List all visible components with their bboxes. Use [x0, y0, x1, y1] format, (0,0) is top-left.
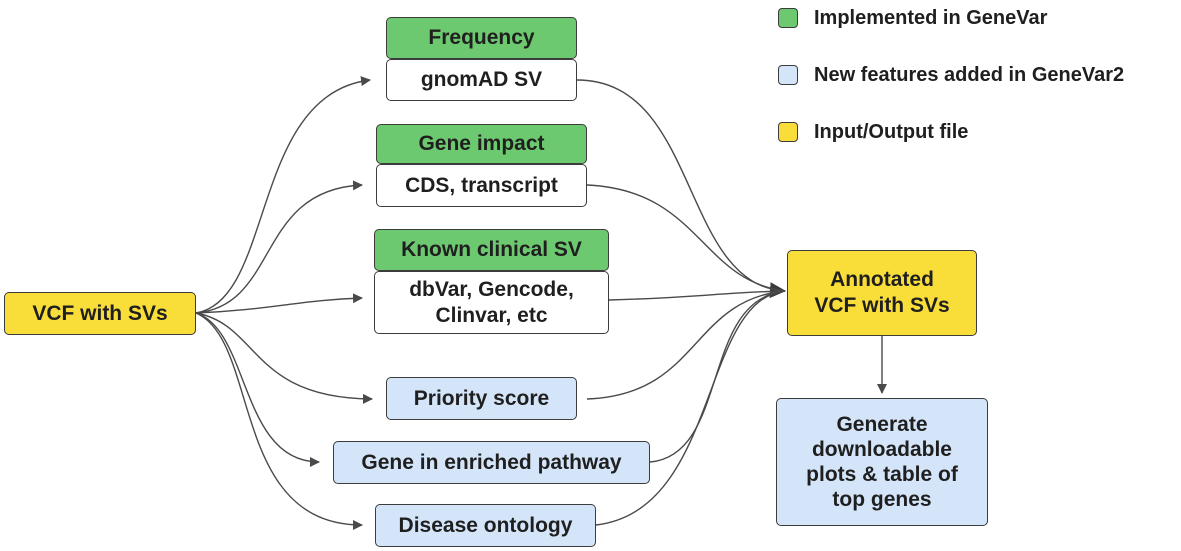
legend-swatch-new-feature: [778, 65, 798, 85]
edge-input-to-clinical: [195, 293, 363, 314]
priority-score-box: Priority score: [386, 377, 577, 420]
legend-swatch-io: [778, 122, 798, 142]
edge-frequency-to-output: [576, 79, 786, 299]
edge-gene-impact-to-output: [586, 184, 786, 292]
disease-ontology-box: Disease ontology: [375, 504, 596, 547]
edge-input-to-priority: [195, 312, 373, 404]
clinical-header: Known clinical SV: [374, 229, 609, 271]
frequency-header: Frequency: [386, 17, 577, 59]
edge-input-to-gene-impact: [195, 180, 363, 314]
edge-clinical-to-output: [608, 290, 786, 301]
legend-label-new-feature: New features added in GeneVar2: [814, 64, 1125, 86]
legend-label-io: Input/Output file: [814, 121, 969, 143]
edge-disease-to-output: [595, 290, 786, 526]
legend-swatch-implemented: [778, 8, 798, 28]
legend-label-implemented: Implemented in GeneVar: [814, 7, 1048, 29]
edge-priority-to-output: [586, 290, 786, 400]
clinical-body: dbVar, Gencode, Clinvar, etc: [374, 271, 609, 334]
gene-impact-body: CDS, transcript: [376, 164, 587, 207]
input-vcf-box: VCF with SVs: [4, 292, 196, 335]
pathway-box: Gene in enriched pathway: [333, 441, 650, 484]
edge-input-to-frequency: [195, 76, 371, 314]
gene-impact-header: Gene impact: [376, 124, 587, 164]
output-annotated-vcf-box: Annotated VCF with SVs: [787, 250, 977, 336]
edge-input-to-pathway: [195, 312, 320, 467]
generate-plots-box: Generate downloadable plots & table of t…: [776, 398, 988, 526]
frequency-body: gnomAD SV: [386, 59, 577, 101]
edge-pathway-to-output: [649, 290, 786, 463]
edge-input-to-disease: [195, 312, 363, 530]
